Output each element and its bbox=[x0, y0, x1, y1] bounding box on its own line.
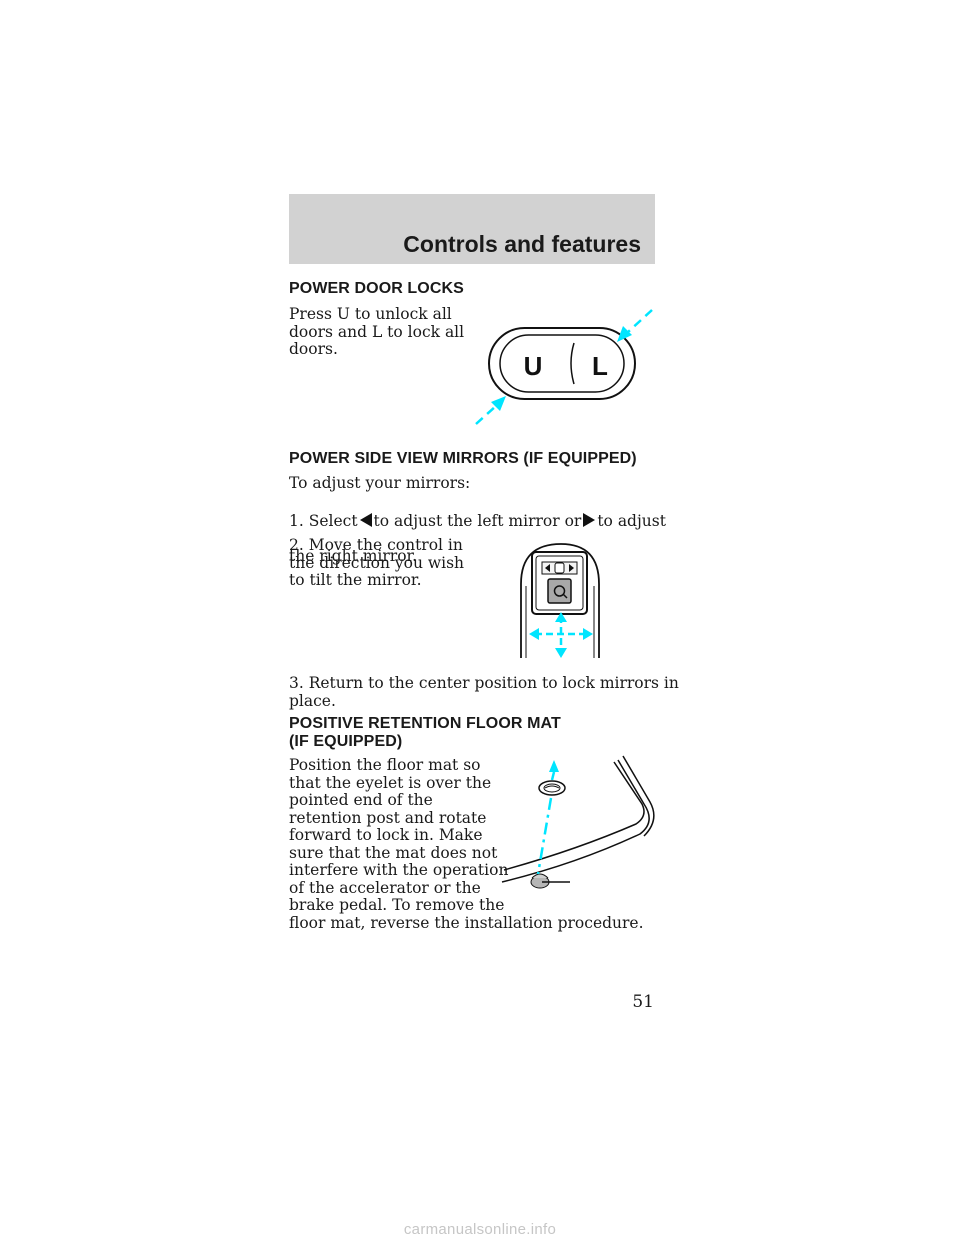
mirrors-intro: To adjust your mirrors: bbox=[289, 474, 471, 492]
page-number: 51 bbox=[632, 992, 654, 1012]
left-triangle-icon bbox=[359, 512, 372, 527]
unlock-arrow bbox=[475, 396, 506, 425]
door-locks-heading: POWER DOOR LOCKS bbox=[289, 280, 464, 297]
right-triangle-icon bbox=[583, 512, 596, 527]
alignment-arrow bbox=[536, 760, 559, 875]
retention-post-icon bbox=[530, 873, 570, 889]
lock-arrow bbox=[617, 309, 653, 342]
section-header-band: Controls and features bbox=[289, 194, 655, 264]
mirrors-heading: POWER SIDE VIEW MIRRORS (IF EQUIPPED) bbox=[289, 450, 637, 467]
mirrors-step-3: 3. Return to the center position to lock… bbox=[289, 674, 679, 710]
door-locks-body: Press U to unlock all doors and L to loc… bbox=[289, 305, 465, 358]
door-lock-switch: U L bbox=[488, 327, 636, 400]
floor-mat-outline bbox=[501, 755, 655, 883]
floor-mat-heading-line-2: (IF EQUIPPED) bbox=[289, 733, 403, 750]
lock-label: L bbox=[592, 351, 608, 381]
eyelet-icon bbox=[538, 780, 566, 796]
step1-text-d: the right mirror. bbox=[289, 546, 418, 565]
floor-mat-figure bbox=[501, 755, 655, 889]
direction-arrows bbox=[529, 612, 593, 658]
mirrors-step-2: 2. Move the control in the direction you… bbox=[289, 536, 465, 589]
section-title: Controls and features bbox=[403, 231, 641, 257]
mirror-control-figure bbox=[520, 543, 600, 658]
door-lock-switch-figure: U L bbox=[475, 309, 653, 425]
step1-text-c: to adjust bbox=[597, 511, 666, 530]
mirrors-step-1: 1. Select to adjust the left mirror or to … bbox=[289, 495, 666, 565]
step1-text-a: 1. Select bbox=[289, 511, 358, 530]
watermark: carmanualsonline.info bbox=[403, 1221, 557, 1238]
floor-mat-body: Position the floor mat so that the eyele… bbox=[289, 756, 509, 914]
floor-mat-body-end: floor mat, reverse the installation proc… bbox=[289, 914, 644, 932]
floor-mat-heading-line-1: POSITIVE RETENTION FLOOR MAT bbox=[289, 715, 561, 732]
unlock-label: U bbox=[524, 351, 543, 381]
step1-text-b: to adjust the left mirror or bbox=[373, 511, 582, 530]
